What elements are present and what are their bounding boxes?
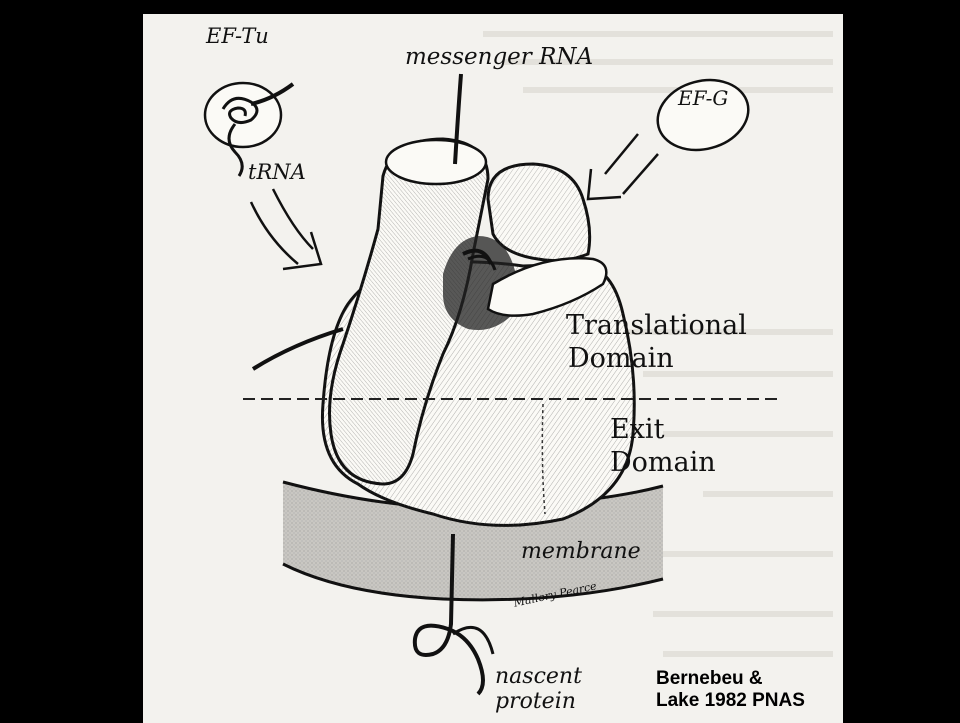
ef-tu-label: EF-Tu: [206, 24, 269, 48]
citation-line1: Bernebeu &: [656, 668, 805, 690]
citation-line2: Lake 1982 PNAS: [656, 690, 805, 712]
ribosome-diagram: [143, 14, 843, 723]
ef-g-protein: [650, 70, 756, 159]
exit-domain-label-line2: Domain: [610, 447, 716, 478]
translational-domain-label-line2: Domain: [568, 343, 674, 374]
citation-credit: Bernebeu & Lake 1982 PNAS: [656, 668, 805, 712]
trna-label: tRNA: [248, 160, 306, 184]
arrow-trna-icon: [251, 189, 321, 269]
exit-domain-label-line1: Exit: [610, 414, 664, 445]
arrow-ef-g-icon: [588, 134, 658, 199]
translational-domain-label-line1: Translational: [566, 310, 747, 341]
figure-panel: EF-Tu tRNA messenger RNA EF-G Translatio…: [143, 14, 843, 723]
membrane-label: membrane: [521, 539, 641, 564]
nascent-protein-label-line1: nascent: [495, 664, 582, 689]
nascent-protein-label-line2: protein: [495, 689, 576, 714]
ef-g-label: EF-G: [678, 86, 728, 110]
mrna-label: messenger RNA: [405, 44, 593, 70]
